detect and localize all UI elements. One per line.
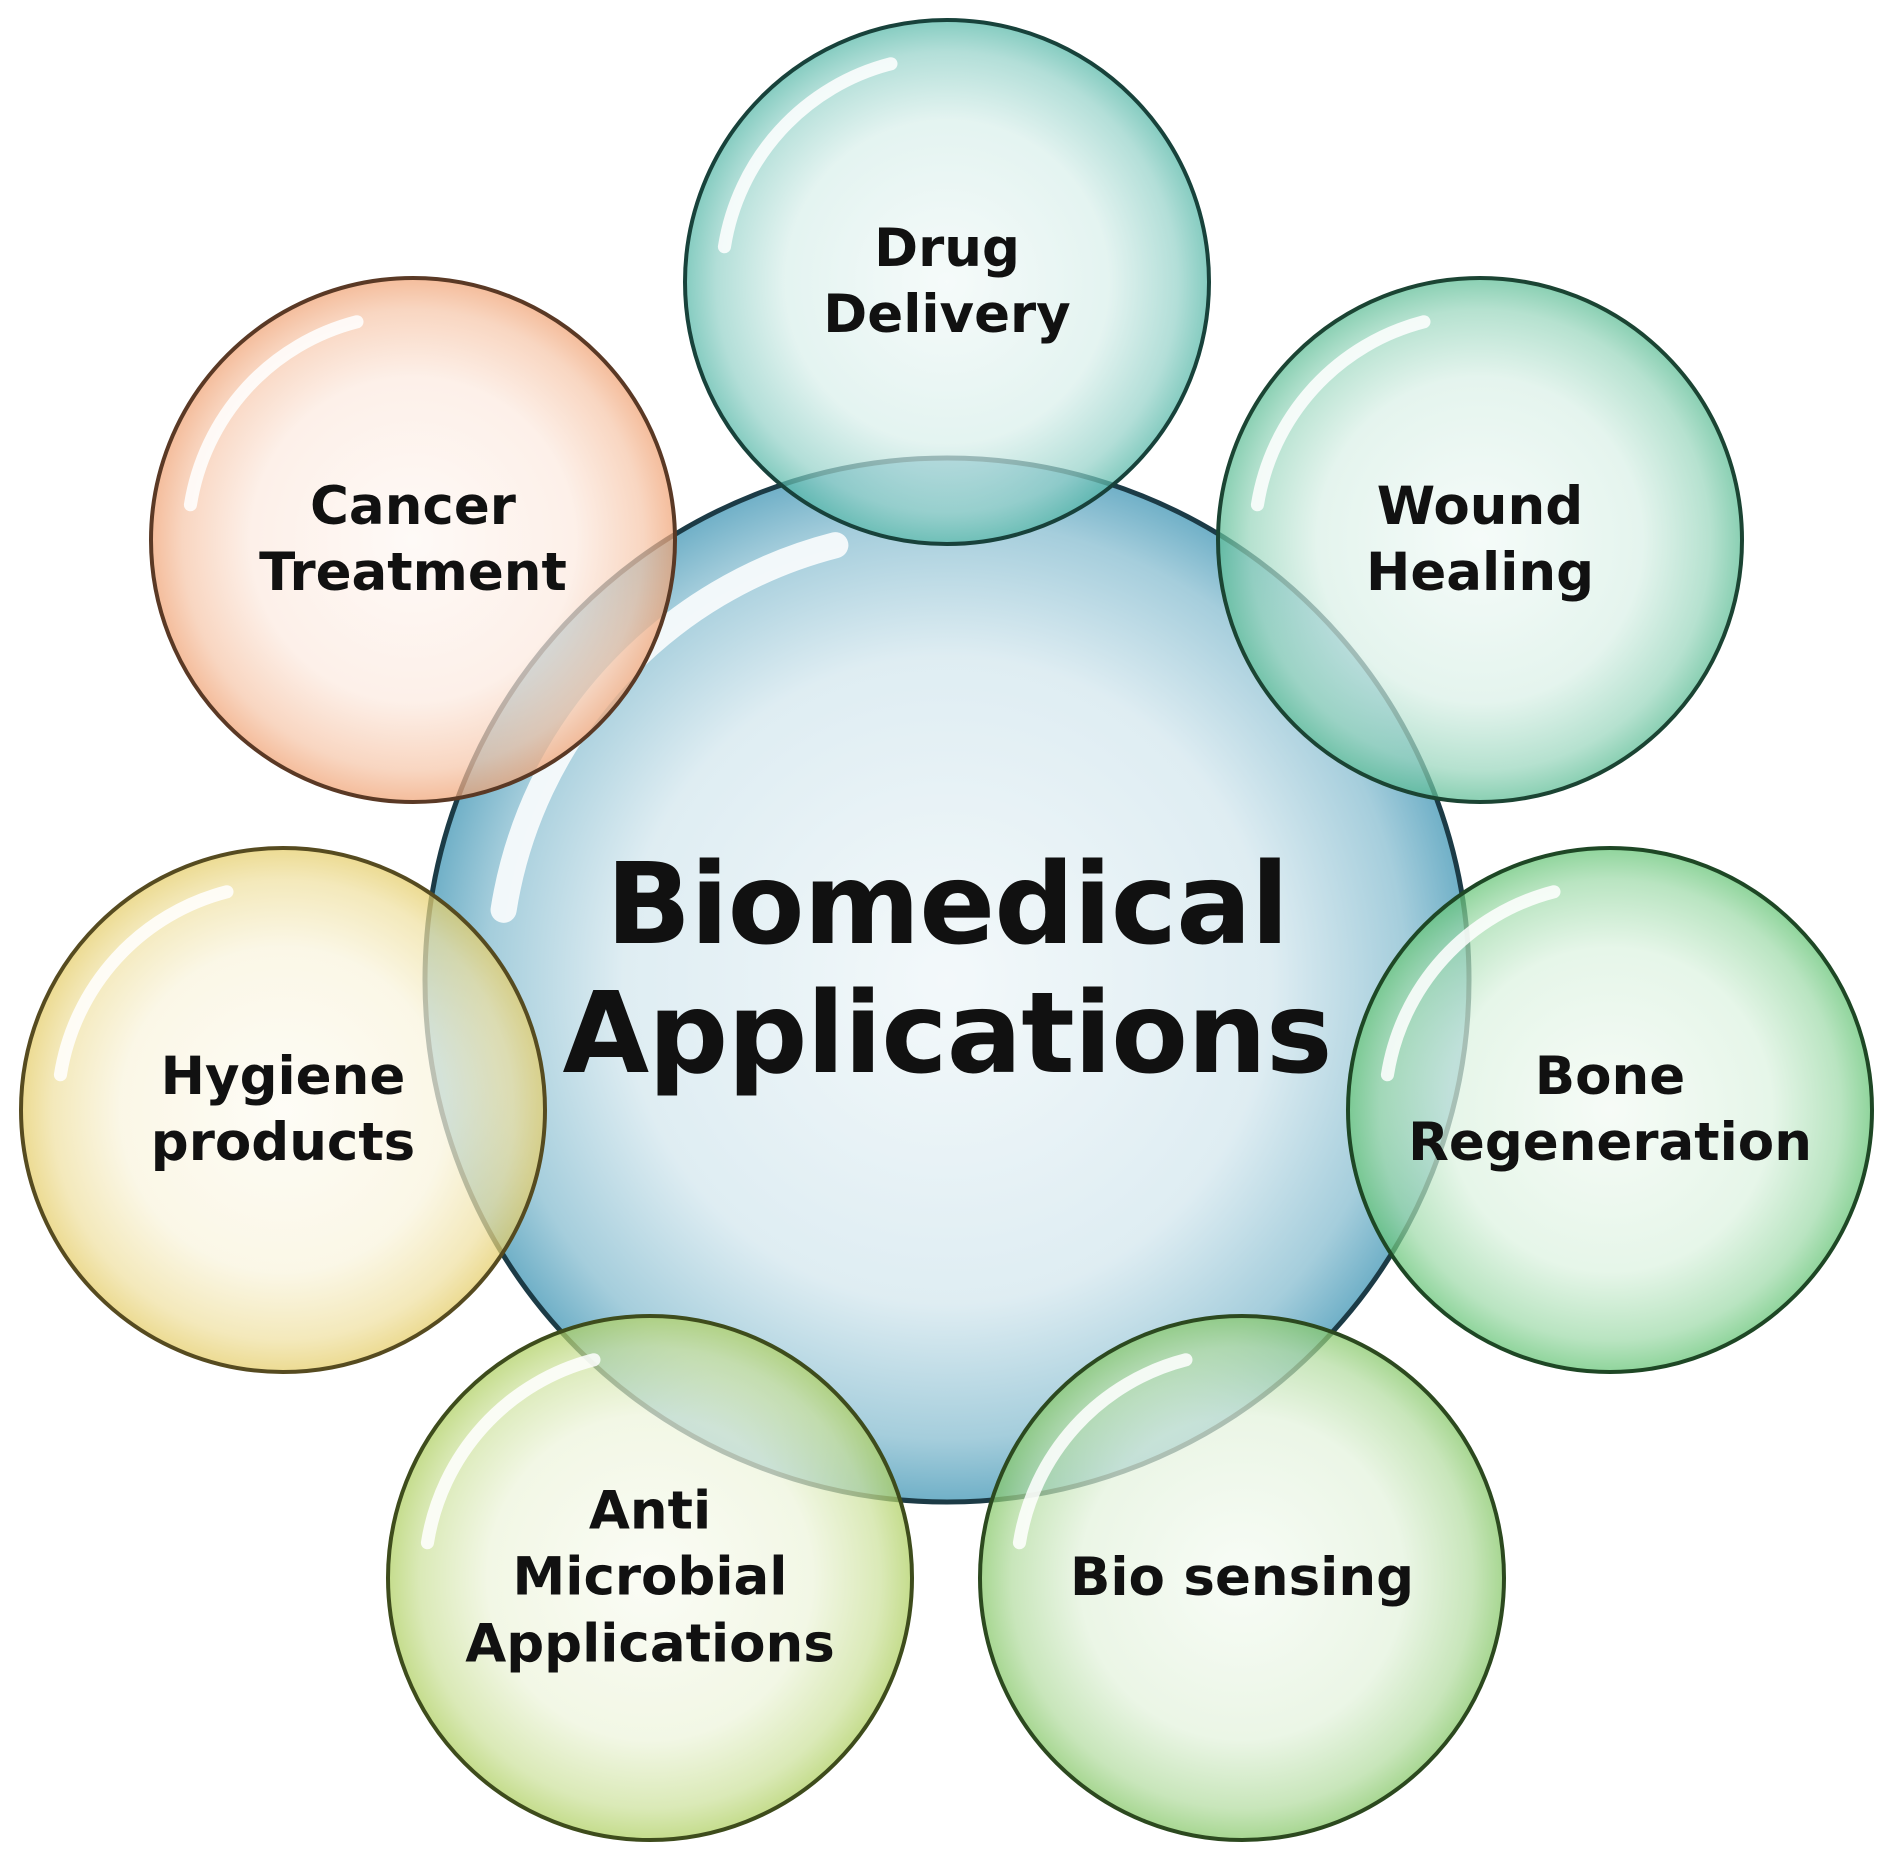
label-line: Hygiene xyxy=(160,1045,406,1107)
label-line: Cancer xyxy=(310,475,516,537)
bubble-wound-healing xyxy=(1216,276,1744,804)
highlight-cancer-treatment xyxy=(183,315,364,512)
label-bone-regeneration: Bone Regeneration xyxy=(1408,1044,1812,1177)
circle-anti-microbial-applications xyxy=(386,1314,914,1842)
center-label-line-1: Biomedical xyxy=(605,840,1289,971)
label-line: Anti xyxy=(588,1480,712,1542)
circle-drug-delivery xyxy=(683,18,1211,546)
label-line: Microbial xyxy=(512,1546,788,1608)
label-anti-microbial-applications: Anti Microbial Applications xyxy=(465,1479,835,1678)
bubble-bone-regeneration xyxy=(1346,846,1874,1374)
center-label-line-2: Applications xyxy=(562,969,1332,1099)
highlight-anti-microbial-applications xyxy=(420,1353,601,1550)
label-line: Wound xyxy=(1376,475,1584,537)
bubble-hygiene-products xyxy=(19,846,547,1374)
highlight-bone-regeneration xyxy=(1380,885,1561,1082)
highlight-hygiene-products xyxy=(53,885,234,1082)
highlight-drug-delivery xyxy=(717,57,898,254)
label-line: Applications xyxy=(465,1613,835,1675)
circle-bone-regeneration xyxy=(1346,846,1874,1374)
label-wound-healing: Wound Healing xyxy=(1366,474,1594,607)
bubble-drug-delivery xyxy=(683,18,1211,546)
label-hygiene-products: Hygiene products xyxy=(151,1044,415,1177)
bubble-bio-sensing xyxy=(978,1314,1506,1842)
highlight-bio-sensing xyxy=(1012,1353,1193,1550)
highlight-wound-healing xyxy=(1250,315,1431,512)
bubble-anti-microbial-applications xyxy=(386,1314,914,1842)
circle-cancer-treatment xyxy=(149,276,677,804)
bubble-cancer-treatment xyxy=(149,276,677,804)
label-line: Regeneration xyxy=(1408,1112,1812,1173)
label-line: products xyxy=(150,1112,416,1173)
label-line: Drug xyxy=(874,217,1020,279)
circle-bio-sensing xyxy=(978,1314,1506,1842)
label-line: Treatment xyxy=(259,542,567,603)
label-bio-sensing: Bio sensing xyxy=(1070,1545,1414,1611)
label-line: Delivery xyxy=(823,284,1071,345)
label-cancer-treatment: Cancer Treatment xyxy=(259,474,567,607)
label-line: Healing xyxy=(1365,542,1595,603)
center-label: Biomedical Applications xyxy=(562,840,1332,1099)
circle-wound-healing xyxy=(1216,276,1744,804)
circle-hygiene-products xyxy=(19,846,547,1374)
label-line: Bio sensing xyxy=(1069,1546,1415,1608)
label-line: Bone xyxy=(1534,1045,1686,1107)
label-drug-delivery: Drug Delivery xyxy=(823,216,1070,349)
